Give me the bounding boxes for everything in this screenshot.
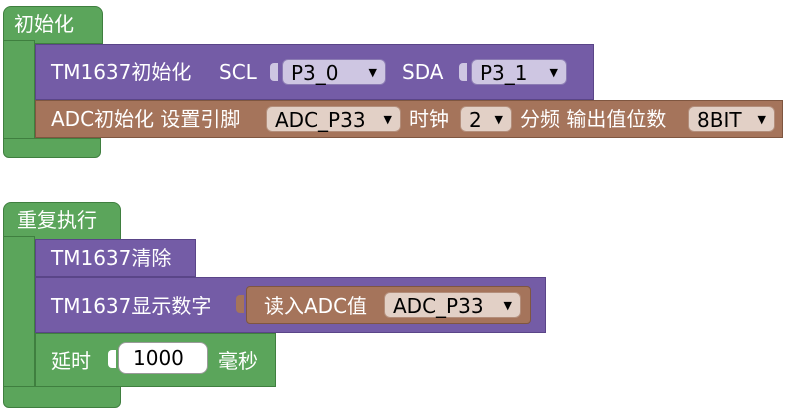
scl-pin-value: P3_0 <box>291 61 339 85</box>
read-adc-pin-dropdown[interactable]: ADC_P33 ▼ <box>384 292 521 318</box>
sda-pin-dropdown[interactable]: P3_1 ▼ <box>471 59 567 85</box>
chevron-down-icon: ▼ <box>503 299 512 312</box>
scl-label: SCL <box>219 60 257 84</box>
delay-value: 1000 <box>133 346 184 370</box>
loop-hat-label: 重复执行 <box>17 208 97 232</box>
delay-label: 延时 <box>51 349 91 373</box>
adc-init-block[interactable] <box>35 100 783 138</box>
delay-unit-label: 毫秒 <box>218 349 258 373</box>
adc-pin-dropdown[interactable]: ADC_P33 ▼ <box>266 106 401 132</box>
init-block-arm <box>3 40 35 144</box>
bits-value: 8BIT <box>697 108 742 132</box>
sda-pin-value: P3_1 <box>480 61 528 85</box>
init-hat-label: 初始化 <box>14 12 74 36</box>
chevron-down-icon: ▼ <box>549 66 558 79</box>
loop-block-foot <box>3 386 121 408</box>
adc-pin-value: ADC_P33 <box>275 108 366 132</box>
scl-pin-dropdown[interactable]: P3_0 ▼ <box>282 59 386 85</box>
display-socket-tab <box>236 295 244 313</box>
chevron-down-icon: ▼ <box>383 113 392 126</box>
delay-socket-tab <box>108 350 116 368</box>
chevron-down-icon: ▼ <box>368 66 377 79</box>
adc-init-label: ADC初始化 设置引脚 <box>51 107 241 131</box>
sda-label: SDA <box>402 60 444 84</box>
divide-bits-label: 分频 输出值位数 <box>520 107 667 131</box>
clock-value: 2 <box>469 108 482 132</box>
tm1637-display-label: TM1637显示数字 <box>51 294 212 318</box>
tm1637-clear-label: TM1637清除 <box>51 246 172 270</box>
tm1637-clear-block[interactable] <box>35 239 196 277</box>
read-adc-pin-value: ADC_P33 <box>393 294 484 318</box>
loop-block[interactable] <box>3 202 121 240</box>
sda-socket-tab <box>459 63 467 81</box>
clock-label: 时钟 <box>409 107 449 131</box>
scl-socket-tab <box>270 63 278 81</box>
init-block[interactable] <box>3 6 103 44</box>
bits-dropdown[interactable]: 8BIT ▼ <box>688 106 775 132</box>
init-block-foot <box>3 138 101 158</box>
read-adc-label: 读入ADC值 <box>264 294 368 318</box>
chevron-down-icon: ▼ <box>494 113 503 126</box>
loop-block-arm <box>3 236 35 392</box>
delay-value-input[interactable]: 1000 <box>118 342 208 374</box>
chevron-down-icon: ▼ <box>757 113 766 126</box>
tm1637-init-label: TM1637初始化 <box>51 60 192 84</box>
clock-dropdown[interactable]: 2 ▼ <box>460 106 512 132</box>
